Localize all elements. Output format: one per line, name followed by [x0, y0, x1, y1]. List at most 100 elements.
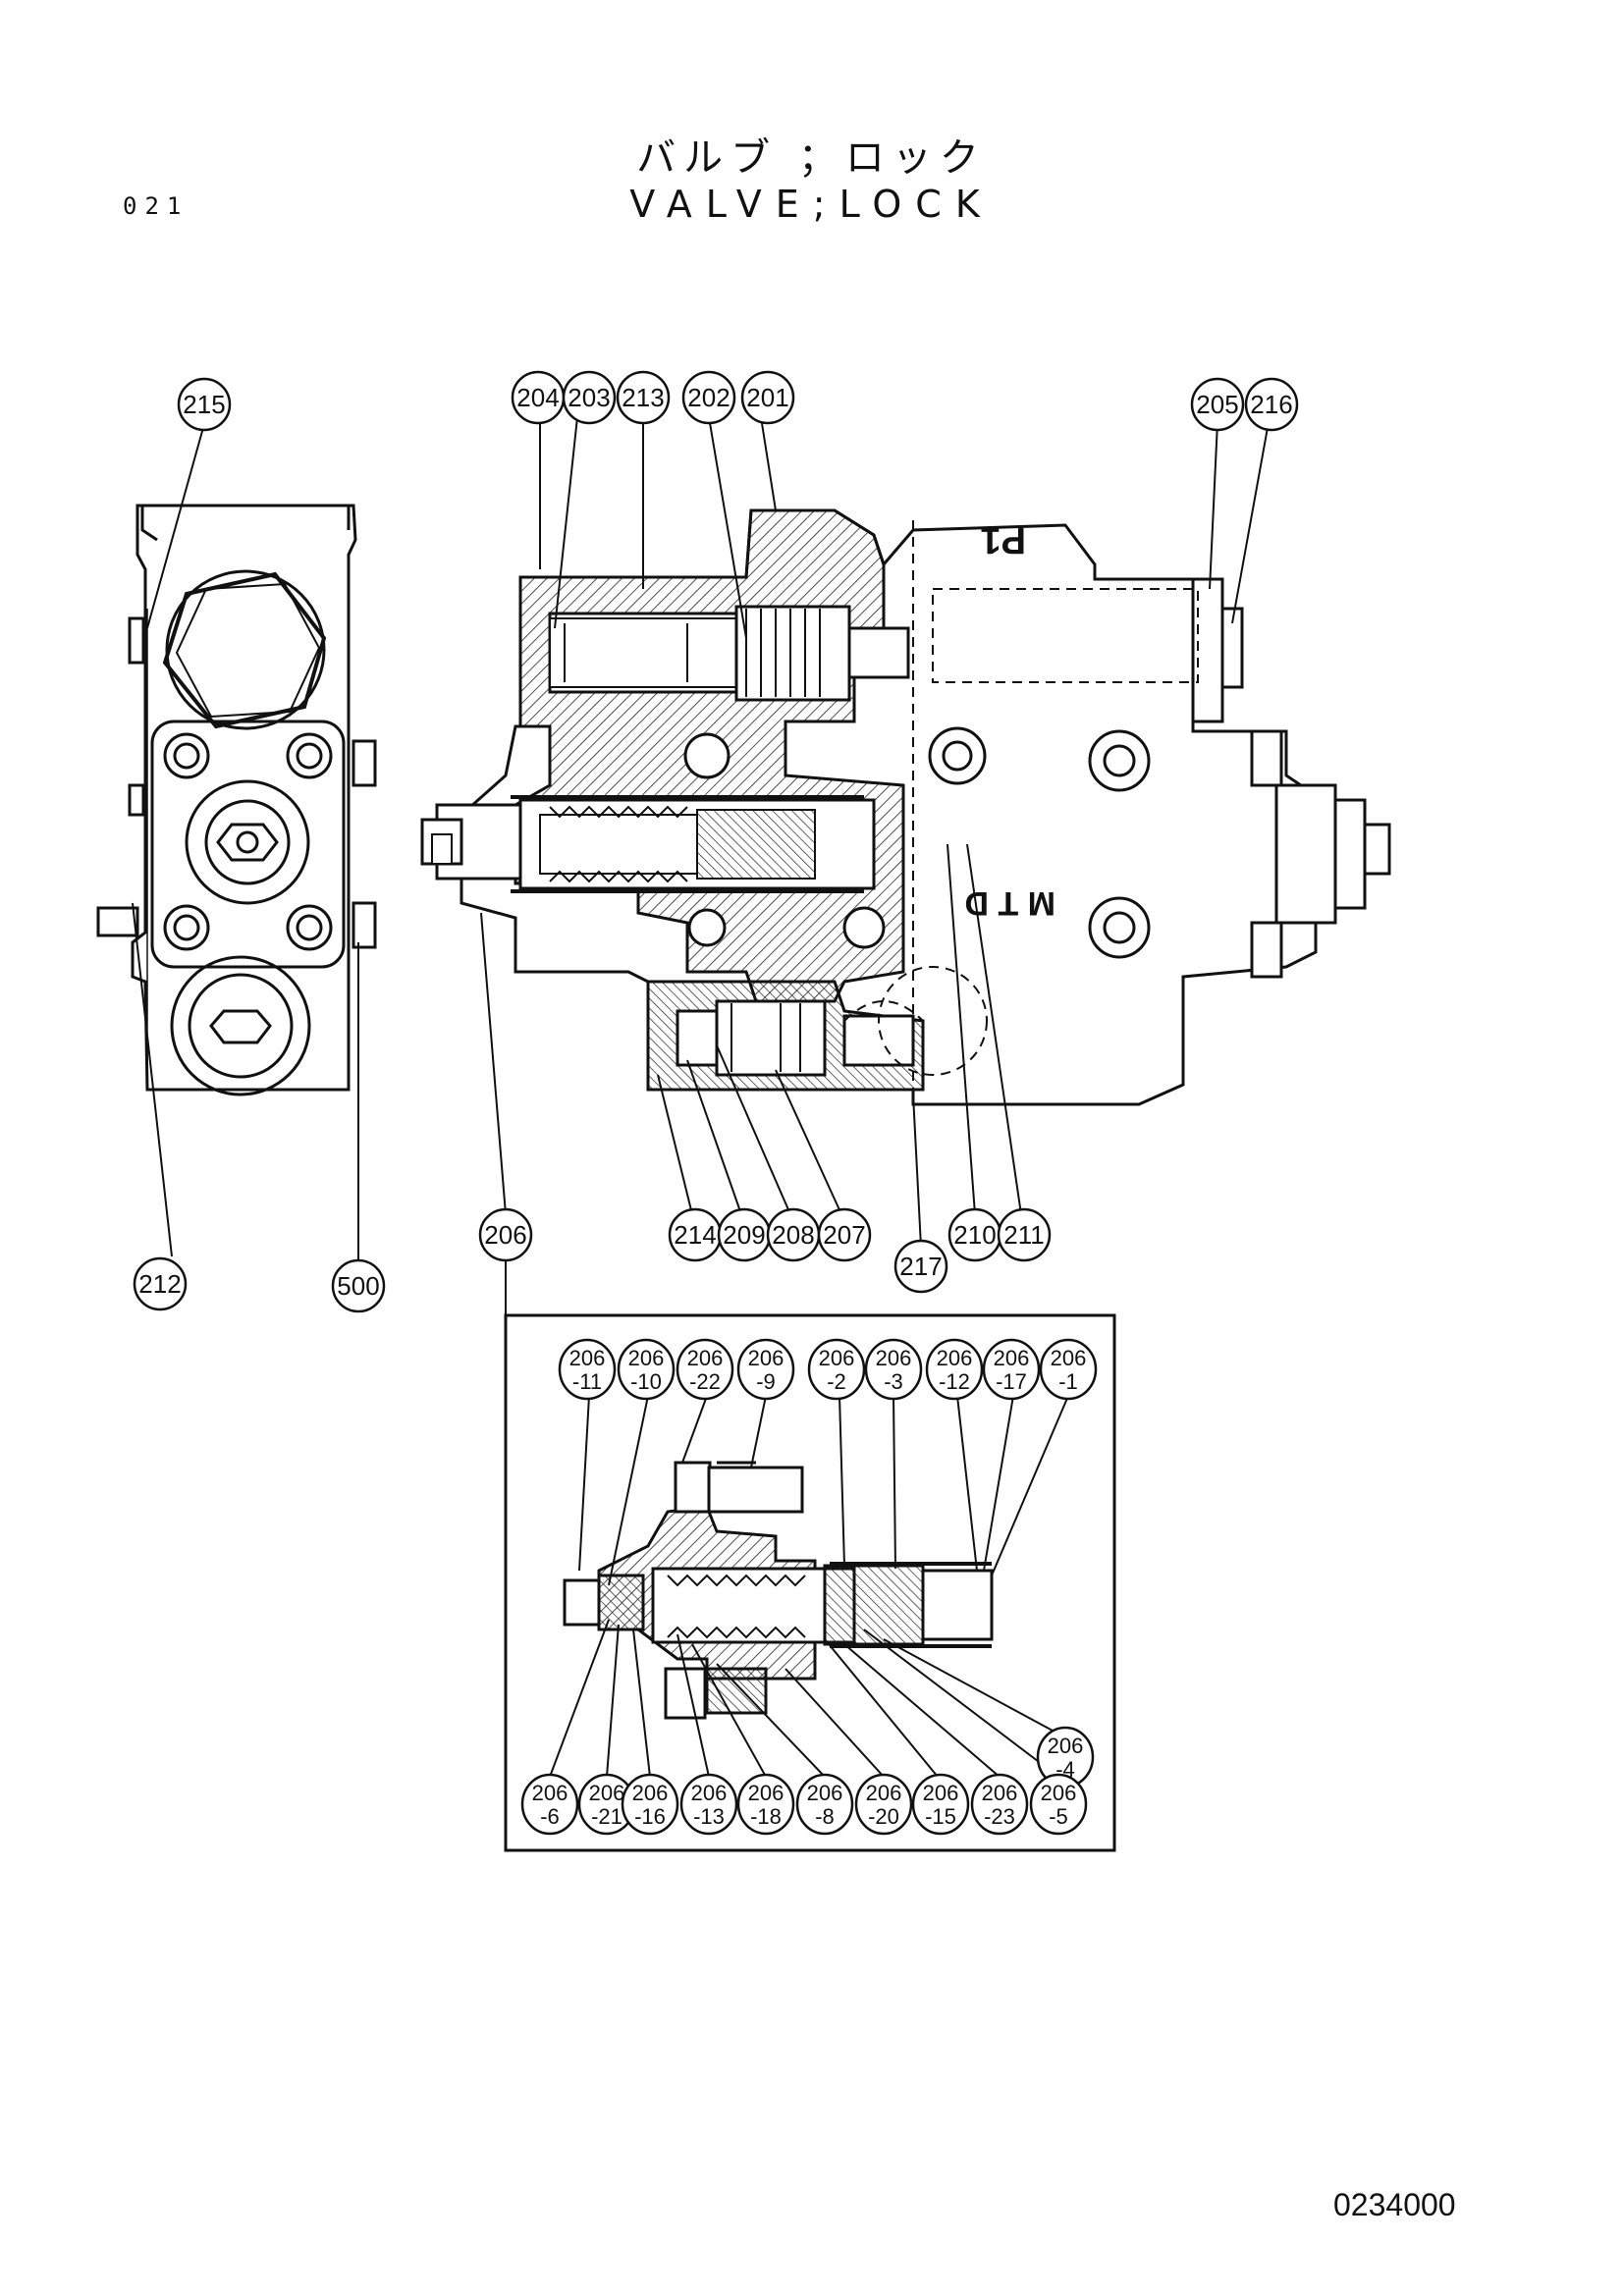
- callout-label: 206: [628, 1346, 665, 1370]
- main-leaders: [132, 416, 1270, 1261]
- page-code: 021: [123, 192, 189, 220]
- callout-206: 206: [478, 1207, 533, 1262]
- callout-206-8: 206-8: [795, 1773, 854, 1836]
- callout-216: 216: [1244, 377, 1299, 432]
- callout-label: 214: [674, 1220, 716, 1250]
- callout-206-22: 206-22: [676, 1338, 734, 1401]
- callout-label: 208: [772, 1220, 814, 1250]
- callout-label: 206: [484, 1220, 526, 1250]
- callout-206-13: 206-13: [679, 1773, 738, 1836]
- document-number: 0234000: [1333, 2187, 1456, 2222]
- callout-label: 202: [687, 383, 730, 412]
- callout-label: 215: [183, 390, 225, 419]
- callout-206-1: 206-1: [1039, 1338, 1098, 1401]
- callout-label: -16: [634, 1804, 666, 1829]
- callout-label: 204: [516, 383, 559, 412]
- callout-209: 209: [717, 1207, 772, 1262]
- callout-label: 203: [568, 383, 610, 412]
- callout-label: 201: [746, 383, 788, 412]
- callout-label: 206: [807, 1781, 843, 1805]
- callout-label: 206: [748, 1346, 784, 1370]
- callout-label: 206: [632, 1781, 669, 1805]
- callout-label: 216: [1250, 390, 1292, 419]
- callout-label: -15: [925, 1804, 956, 1829]
- title-english: VALVE;LOCK: [629, 183, 994, 226]
- callout-206-9: 206-9: [736, 1338, 795, 1401]
- callout-label: -11: [572, 1369, 602, 1394]
- callout-label: 206: [994, 1346, 1030, 1370]
- callout-214: 214: [668, 1207, 723, 1262]
- callout-label: 206: [876, 1346, 912, 1370]
- callout-label: 209: [723, 1220, 765, 1250]
- callout-label: 212: [138, 1269, 181, 1299]
- callout-206-6: 206-6: [520, 1773, 579, 1836]
- callout-label: 206: [866, 1781, 902, 1805]
- callout-206-16: 206-16: [621, 1773, 679, 1836]
- callout-label: 206: [982, 1781, 1018, 1805]
- callout-label: 213: [622, 383, 664, 412]
- callout-208: 208: [766, 1207, 821, 1262]
- callout-label: -17: [996, 1369, 1027, 1394]
- callout-206-10: 206-10: [617, 1338, 676, 1401]
- end-view: [96, 504, 377, 1096]
- callout-label: 206: [748, 1781, 784, 1805]
- callout-206-5: 206-5: [1029, 1773, 1088, 1836]
- callout-label: 206: [569, 1346, 606, 1370]
- callout-label: -13: [693, 1804, 725, 1829]
- callout-label: -5: [1049, 1804, 1068, 1829]
- callout-label: -10: [630, 1369, 662, 1394]
- callout-211: 211: [997, 1207, 1052, 1262]
- title-japanese: バルブ ；ロック: [636, 135, 987, 181]
- callout-206-4: 206-4: [1036, 1726, 1095, 1789]
- callout-label: 206: [1051, 1346, 1087, 1370]
- callout-label: -20: [868, 1804, 899, 1829]
- callout-label: -22: [689, 1369, 721, 1394]
- callout-label: 206: [819, 1346, 855, 1370]
- callout-label: -8: [815, 1804, 835, 1829]
- callout-label: 211: [1003, 1220, 1044, 1250]
- callout-label: -18: [750, 1804, 782, 1829]
- callout-206-20: 206-20: [854, 1773, 913, 1836]
- callout-label: -3: [884, 1369, 903, 1394]
- callout-205: 205: [1190, 377, 1245, 432]
- callout-label: 206: [589, 1781, 625, 1805]
- callout-215: 215: [177, 377, 232, 432]
- main-section-view: [420, 508, 1391, 1106]
- callout-206-2: 206-2: [807, 1338, 866, 1401]
- callout-label: 500: [337, 1271, 379, 1301]
- callout-206-11: 206-11: [558, 1338, 617, 1401]
- callout-label: 206: [532, 1781, 568, 1805]
- callout-204: 204: [511, 370, 566, 425]
- callout-label: -23: [984, 1804, 1015, 1829]
- callout-label: 206: [923, 1781, 959, 1805]
- callout-label: -6: [540, 1804, 560, 1829]
- callout-label: 206: [1048, 1734, 1084, 1758]
- callout-207: 207: [817, 1207, 872, 1262]
- body-mark-upper: P1: [981, 519, 1026, 561]
- callout-212: 212: [133, 1256, 188, 1311]
- callout-203: 203: [562, 370, 617, 425]
- callout-label: -2: [827, 1369, 846, 1394]
- callout-label: 205: [1196, 390, 1238, 419]
- callout-201: 201: [740, 370, 795, 425]
- callout-label: -9: [756, 1369, 776, 1394]
- callout-label: 207: [823, 1220, 865, 1250]
- callout-206-18: 206-18: [736, 1773, 795, 1836]
- callout-206-3: 206-3: [864, 1338, 923, 1401]
- callout-206-15: 206-15: [911, 1773, 970, 1836]
- callout-206-12: 206-12: [925, 1338, 984, 1401]
- callout-213: 213: [616, 370, 671, 425]
- callout-label: -1: [1058, 1369, 1078, 1394]
- callout-206-23: 206-23: [970, 1773, 1029, 1836]
- callout-label: -12: [939, 1369, 970, 1394]
- callout-500: 500: [331, 1258, 386, 1313]
- callout-label: 206: [937, 1346, 973, 1370]
- callout-label: 206: [687, 1346, 724, 1370]
- detail-leaders: [549, 1395, 1069, 1778]
- callout-label: -21: [591, 1804, 622, 1829]
- callout-206-17: 206-17: [982, 1338, 1041, 1401]
- callout-210: 210: [947, 1207, 1002, 1262]
- callout-217: 217: [893, 1239, 948, 1294]
- body-mark-lower: M T D: [964, 884, 1055, 922]
